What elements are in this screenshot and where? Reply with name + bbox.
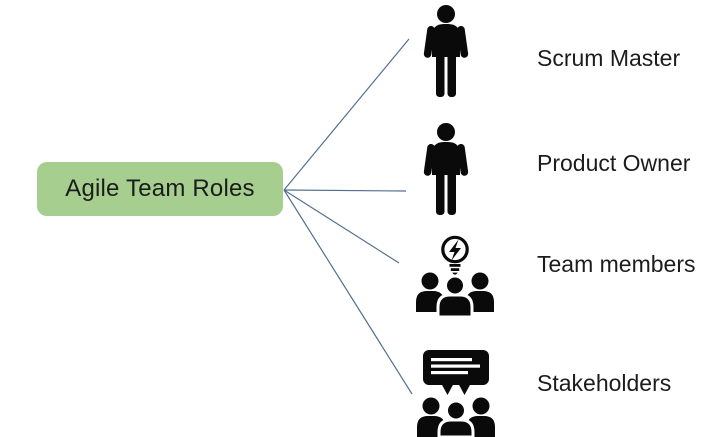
- branch-label-stakeholders: Stakeholders: [537, 370, 672, 396]
- team-idea-group-icon: [413, 234, 497, 318]
- person-icon: [423, 5, 469, 98]
- root-node-agile-team-roles: Agile Team Roles: [37, 162, 283, 216]
- branch-label-team-members: Team members: [537, 251, 696, 277]
- root-node-label: Agile Team Roles: [65, 175, 255, 202]
- person-icon: [423, 123, 469, 216]
- connector-stakeholders: [283, 189, 413, 395]
- branch-label-product-owner: Product Owner: [537, 150, 691, 176]
- connector-team-members: [283, 189, 400, 264]
- connector-scrum-master: [283, 38, 410, 191]
- connector-product-owner: [283, 189, 407, 192]
- branch-label-scrum-master: Scrum Master: [537, 45, 681, 71]
- presentation-audience-icon: [414, 349, 498, 437]
